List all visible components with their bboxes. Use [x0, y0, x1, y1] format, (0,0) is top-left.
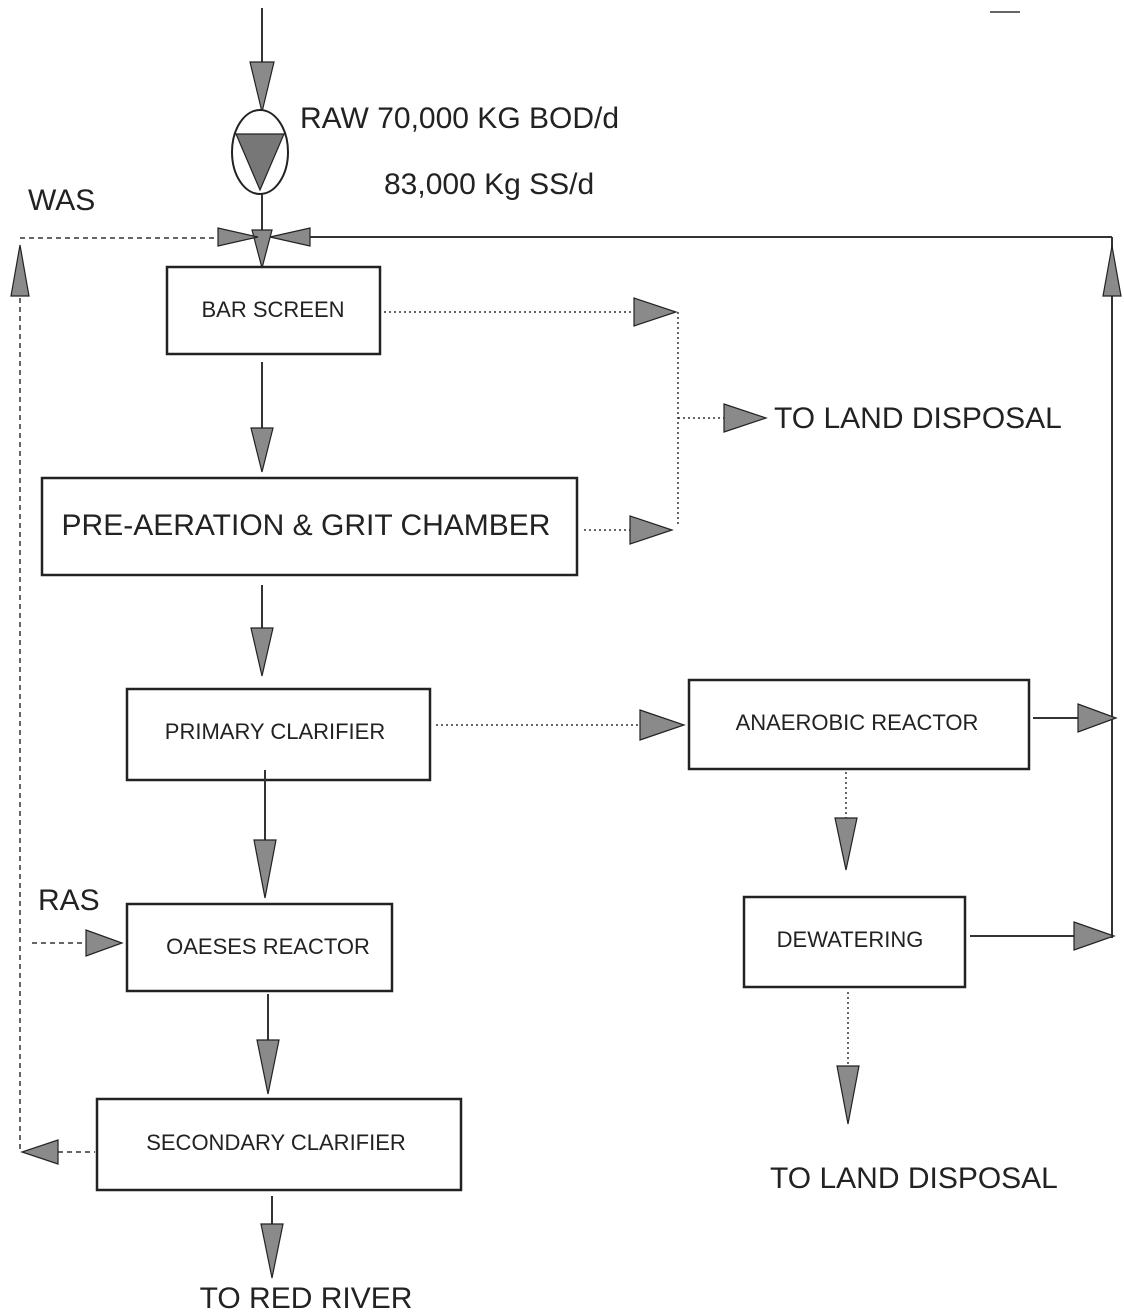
return-up-arrowhead [1102, 245, 1122, 297]
was-label: WAS [28, 184, 95, 217]
anaerobic-to-dewatering-arrowhead [834, 817, 858, 871]
secondary-clarifier-box [95, 1097, 463, 1192]
red-river-label: TO RED RIVER [200, 1282, 413, 1315]
oaeses-to-secondary-arrowhead [256, 1039, 280, 1095]
primary-clarifier-box [125, 687, 432, 782]
land-disposal-bottom-label: TO LAND DISPOSAL [770, 1162, 1058, 1195]
land-disposal-top-arrowhead [723, 403, 768, 433]
bar-to-preaeration-arrowhead [250, 427, 274, 473]
bar-screen-label: BAR SCREEN [201, 297, 344, 322]
was-junction-arrowhead [217, 227, 259, 247]
was-up-arrowhead [10, 244, 30, 297]
ss-load-label: 83,000 Kg SS/d [384, 168, 594, 201]
oaeses-reactor-label: OAESES REACTOR [166, 934, 370, 959]
secondary-to-river-arrowhead [260, 1223, 284, 1279]
pre-aeration-box [40, 476, 579, 577]
pre-aeration-label: PRE-AERATION & GRIT CHAMBER [62, 509, 551, 542]
primary-clarifier-label: PRIMARY CLARIFIER [165, 719, 385, 744]
inflow-arrowhead [249, 61, 275, 113]
dewatering-box [742, 895, 967, 989]
dewatering-to-disposal-arrowhead [836, 1065, 860, 1125]
raw-bod-label: RAW 70,000 KG BOD/d [300, 102, 619, 135]
bar-screen-box [165, 265, 382, 356]
preaeration-disposal-arrowhead [629, 515, 674, 545]
primary-to-oaeses-arrowhead [253, 839, 277, 899]
secondary-clarifier-label: SECONDARY CLARIFIER [146, 1130, 406, 1155]
preaeration-to-primary-arrowhead [250, 627, 274, 677]
anaerobic-return-arrowhead [1077, 703, 1118, 733]
dewatering-return-arrowhead [1073, 921, 1116, 951]
oaeses-reactor-box [125, 902, 394, 993]
anaerobic-reactor-label: ANAEROBIC REACTOR [736, 710, 979, 735]
return-junction-arrowhead [269, 227, 311, 247]
anaerobic-reactor-box [687, 678, 1031, 771]
secondary-was-arrowhead [20, 1139, 59, 1165]
ras-label: RAS [38, 884, 100, 917]
bar-screen-disposal-arrowhead [633, 297, 678, 327]
primary-to-anaerobic-arrowhead [639, 709, 686, 741]
dewatering-label: DEWATERING [777, 927, 924, 952]
pump-icon [231, 109, 289, 195]
pump-outflow-arrowhead [251, 229, 273, 271]
ras-arrowhead [85, 929, 124, 957]
land-disposal-top-label: TO LAND DISPOSAL [774, 402, 1062, 435]
